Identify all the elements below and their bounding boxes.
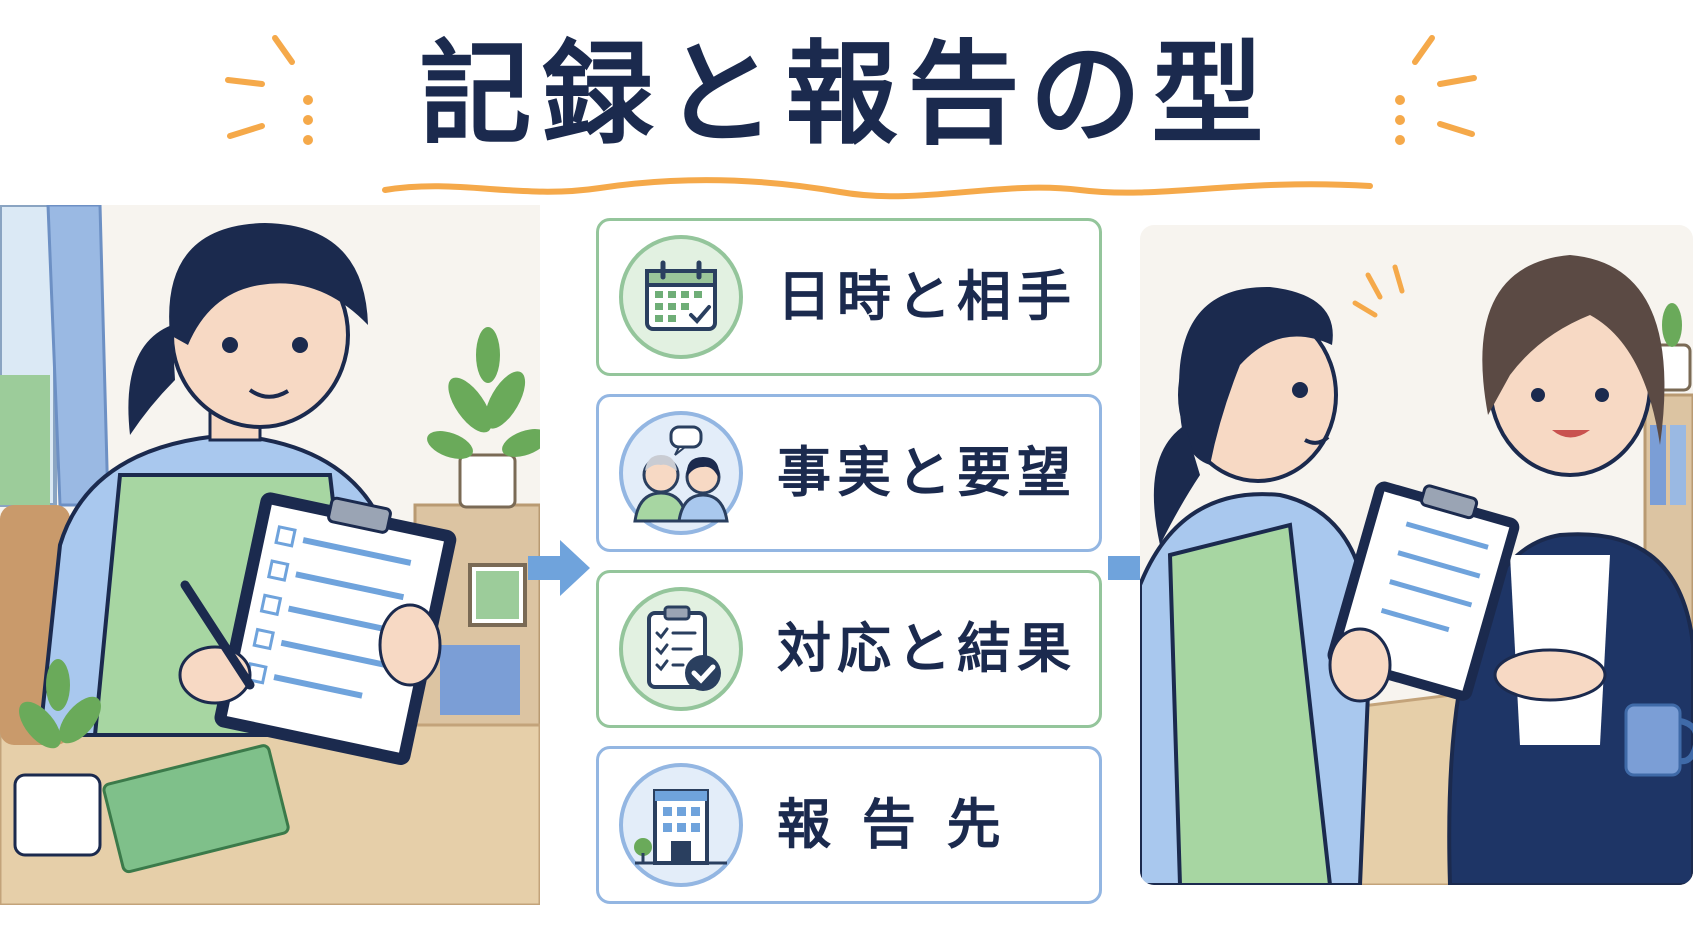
step-report-destination: 報 告 先 [596, 746, 1102, 904]
reporting-to-supervisor-illustration [1140, 225, 1693, 885]
step-label: 日時と相手 [777, 265, 1077, 328]
clipboard-check-icon [619, 587, 743, 711]
people-speech-icon [619, 411, 743, 535]
step-label: 対応と結果 [777, 617, 1077, 680]
step-label: 事実と要望 [777, 441, 1077, 504]
step-label: 報 告 先 [777, 793, 1007, 856]
step-datetime-and-person: 日時と相手 [596, 218, 1102, 376]
step-facts-and-requests: 事実と要望 [596, 394, 1102, 552]
page-title: 記録と報告の型 [419, 30, 1274, 160]
step-response-and-result: 対応と結果 [596, 570, 1102, 728]
caregiver-writing-illustration [0, 205, 540, 905]
arrow-right-icon [528, 540, 590, 596]
title-decoration [225, 35, 1477, 200]
calendar-icon [619, 235, 743, 359]
office-building-icon [619, 763, 743, 887]
